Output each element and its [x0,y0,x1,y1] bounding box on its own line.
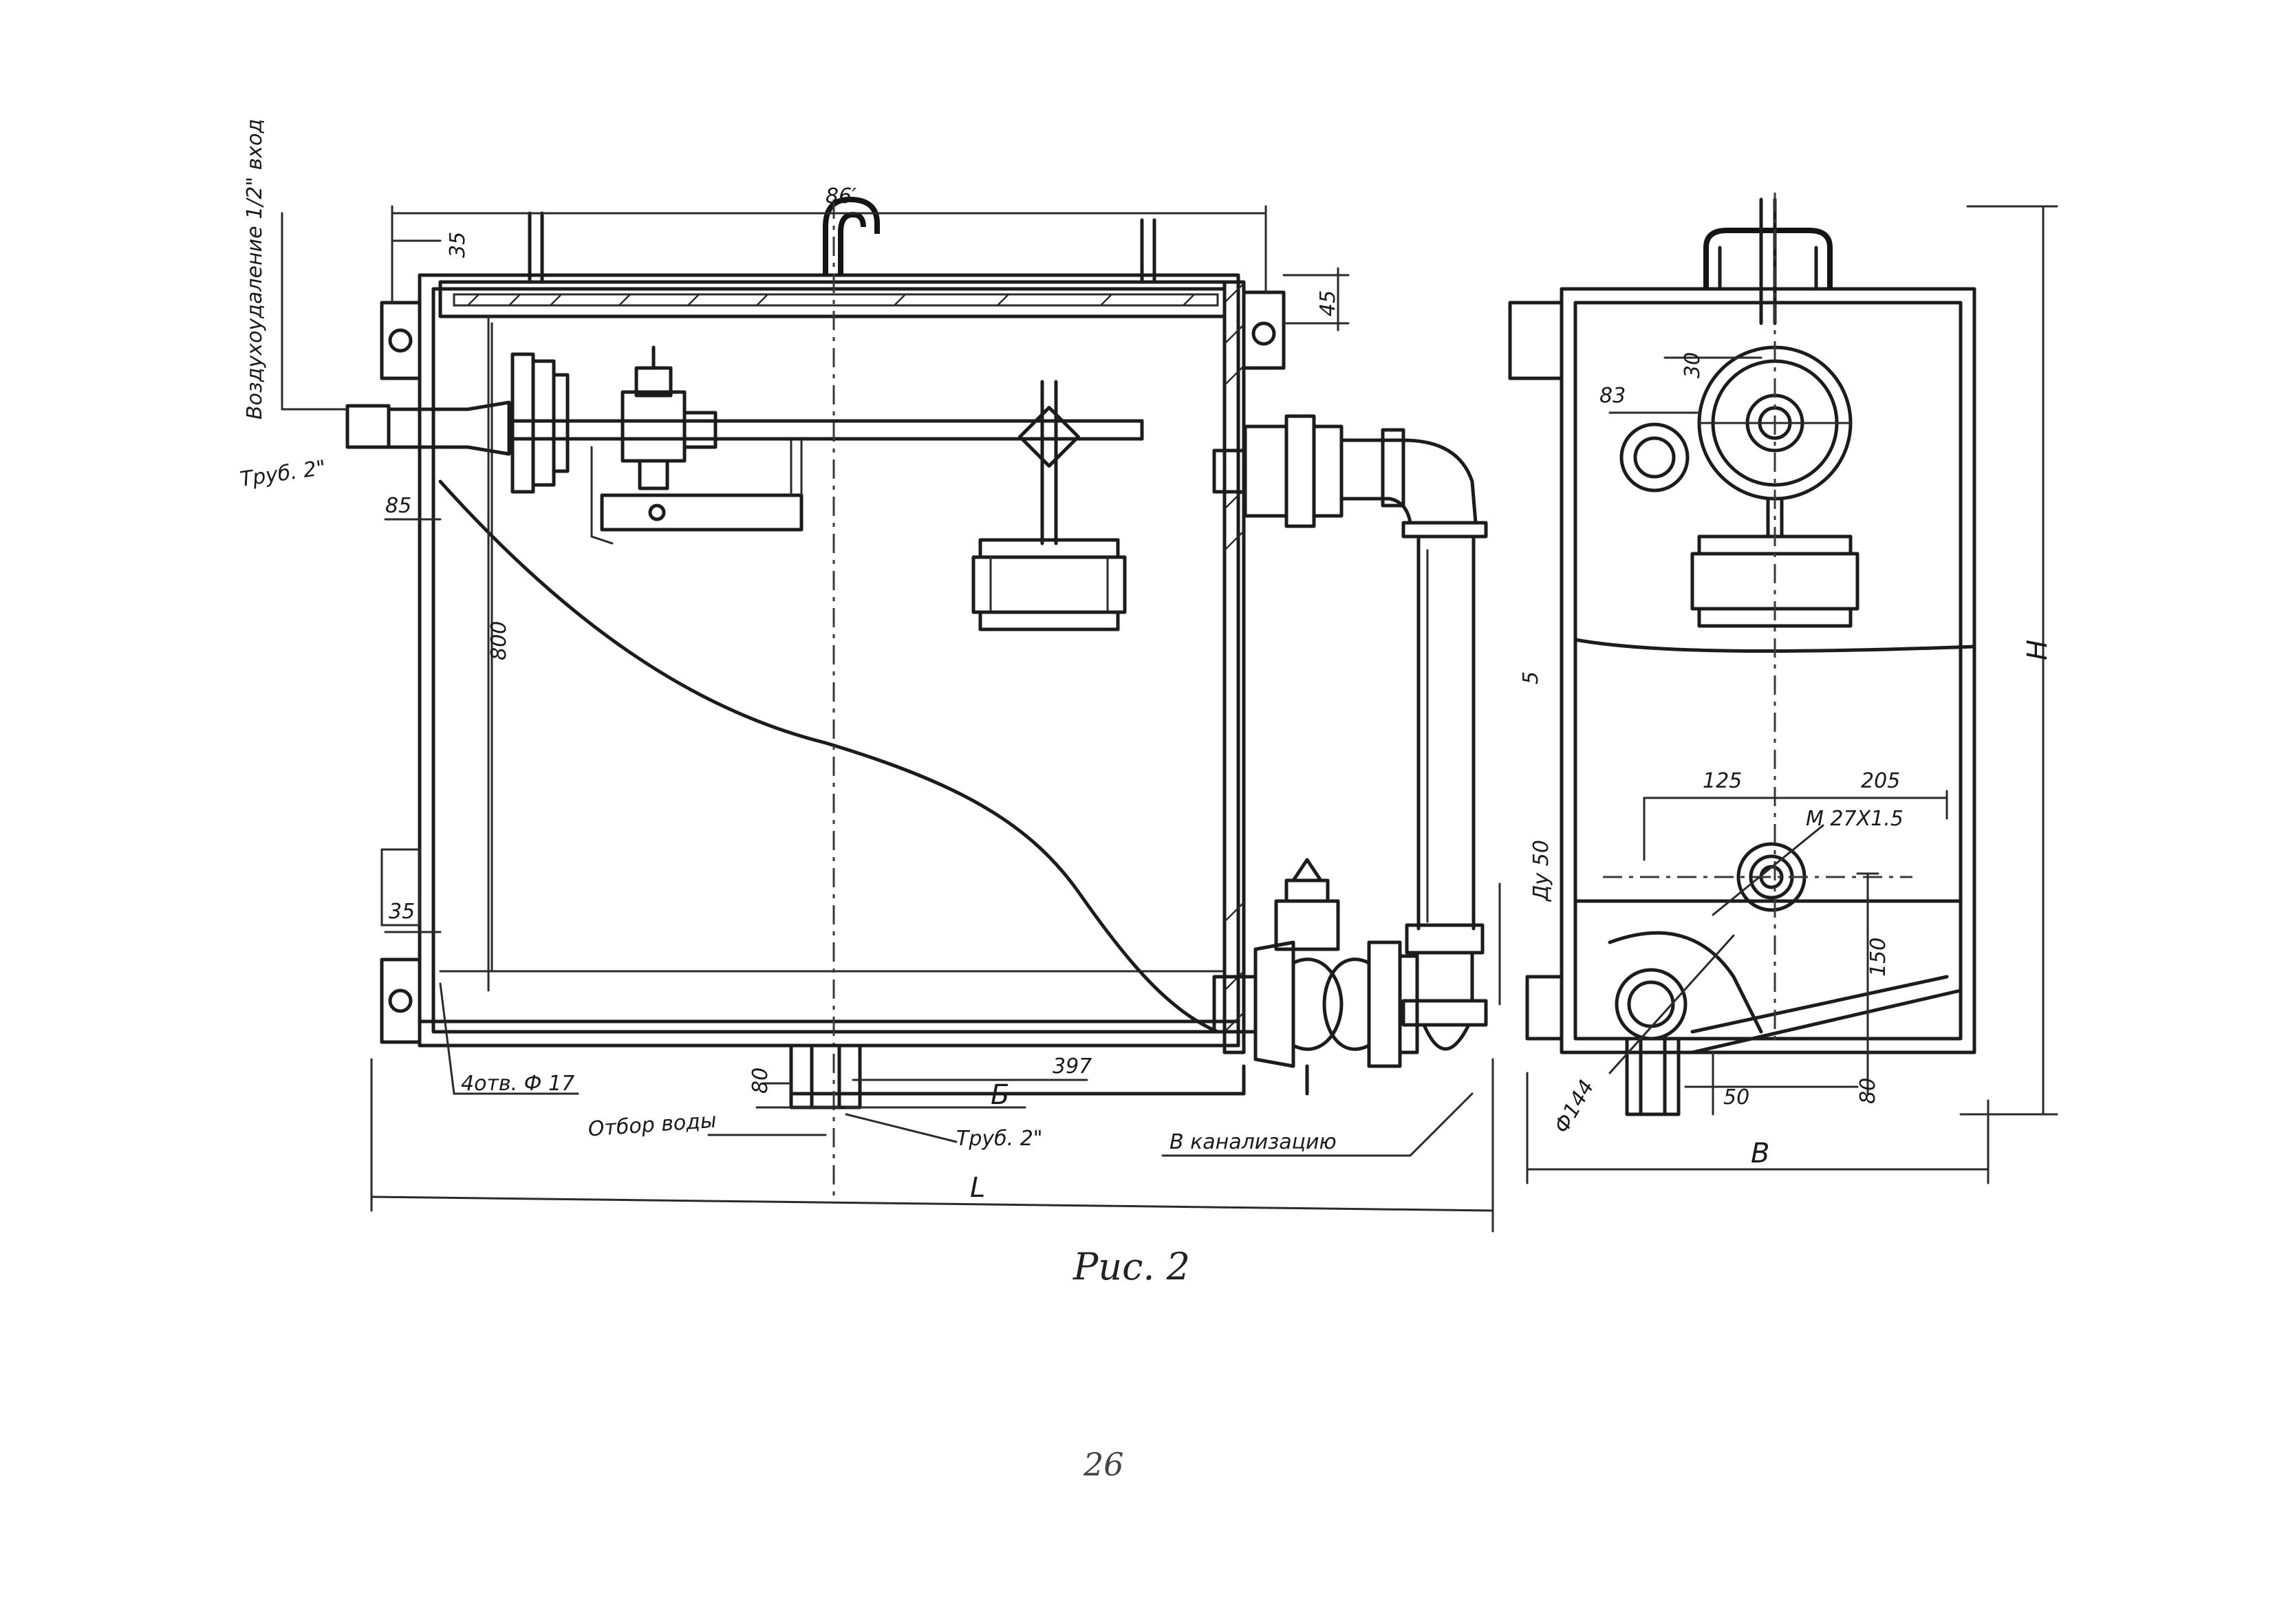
pipe-2-bottom-label: Труб. 2" [956,1127,1043,1151]
dim-b: Б [991,1079,1009,1111]
water-intake-label: Отбор воды [587,1109,718,1142]
dim-45: 45 [1316,290,1340,316]
dim-125: 125 [1703,769,1742,793]
dim-L: L [970,1172,985,1204]
pipe-2-left-label: Труб. 2" [239,456,327,492]
dim-205: 205 [1861,769,1900,793]
side-inlet-circle [1619,422,1690,492]
air-vent-label: Воздухоудаление 1/2" вход [243,119,267,420]
dim-83: 83 [1599,384,1626,408]
dim-35-bottom: 35 [389,900,415,924]
mounting-bracket-bottom-left [380,848,422,1044]
mounting-bracket-top-left [380,301,422,380]
mounting-bracket-top-right [1242,290,1286,370]
tank-body [418,273,1246,1096]
dim-top-width: 86′ [826,184,856,208]
thread-label: М 27Х1.5 [1806,807,1904,831]
dim-50: 50 [1723,1085,1749,1109]
dim-800: 800 [487,621,511,660]
water-level-curve [438,479,1220,1034]
dim-30: 30 [1681,352,1705,378]
water-intake-pipe [789,1043,862,1109]
drain-pipework [1212,414,1488,1096]
dim-phi44: Ф144 [1550,1076,1599,1137]
side-dimensions [1526,205,2058,1184]
du50-label: Ду 50 [1529,840,1553,902]
dim-35-top: 35 [446,232,470,258]
dim-80-right: 80 [1856,1078,1880,1104]
page-number: 26 [1083,1446,1124,1483]
dim-80-left: 80 [748,1068,773,1094]
front-view [281,197,1501,1233]
front-dimensions [281,205,1501,1233]
float-assembly [971,380,1127,631]
side-tank-body [1508,197,1976,1054]
dim-5: 5 [1519,671,1543,684]
labels: 86′ 35 45 Воздухоудаление 1/2" вход Труб… [239,119,2053,1483]
drain-label: В канализацию [1169,1130,1337,1154]
dim-B: В [1751,1138,1769,1169]
tank-lid [438,197,1227,318]
side-drain-port [1525,968,1688,1116]
dim-85: 85 [385,494,411,518]
figure-caption: Рис. 2 [1072,1245,1190,1288]
dim-397: 397 [1053,1054,1092,1079]
side-view [1508,193,2058,1184]
dim-150: 150 [1866,938,1890,977]
holes-label: 4отв. Ф 17 [461,1072,574,1096]
inlet-pipe [345,345,1144,545]
dim-H: H [2022,640,2053,660]
